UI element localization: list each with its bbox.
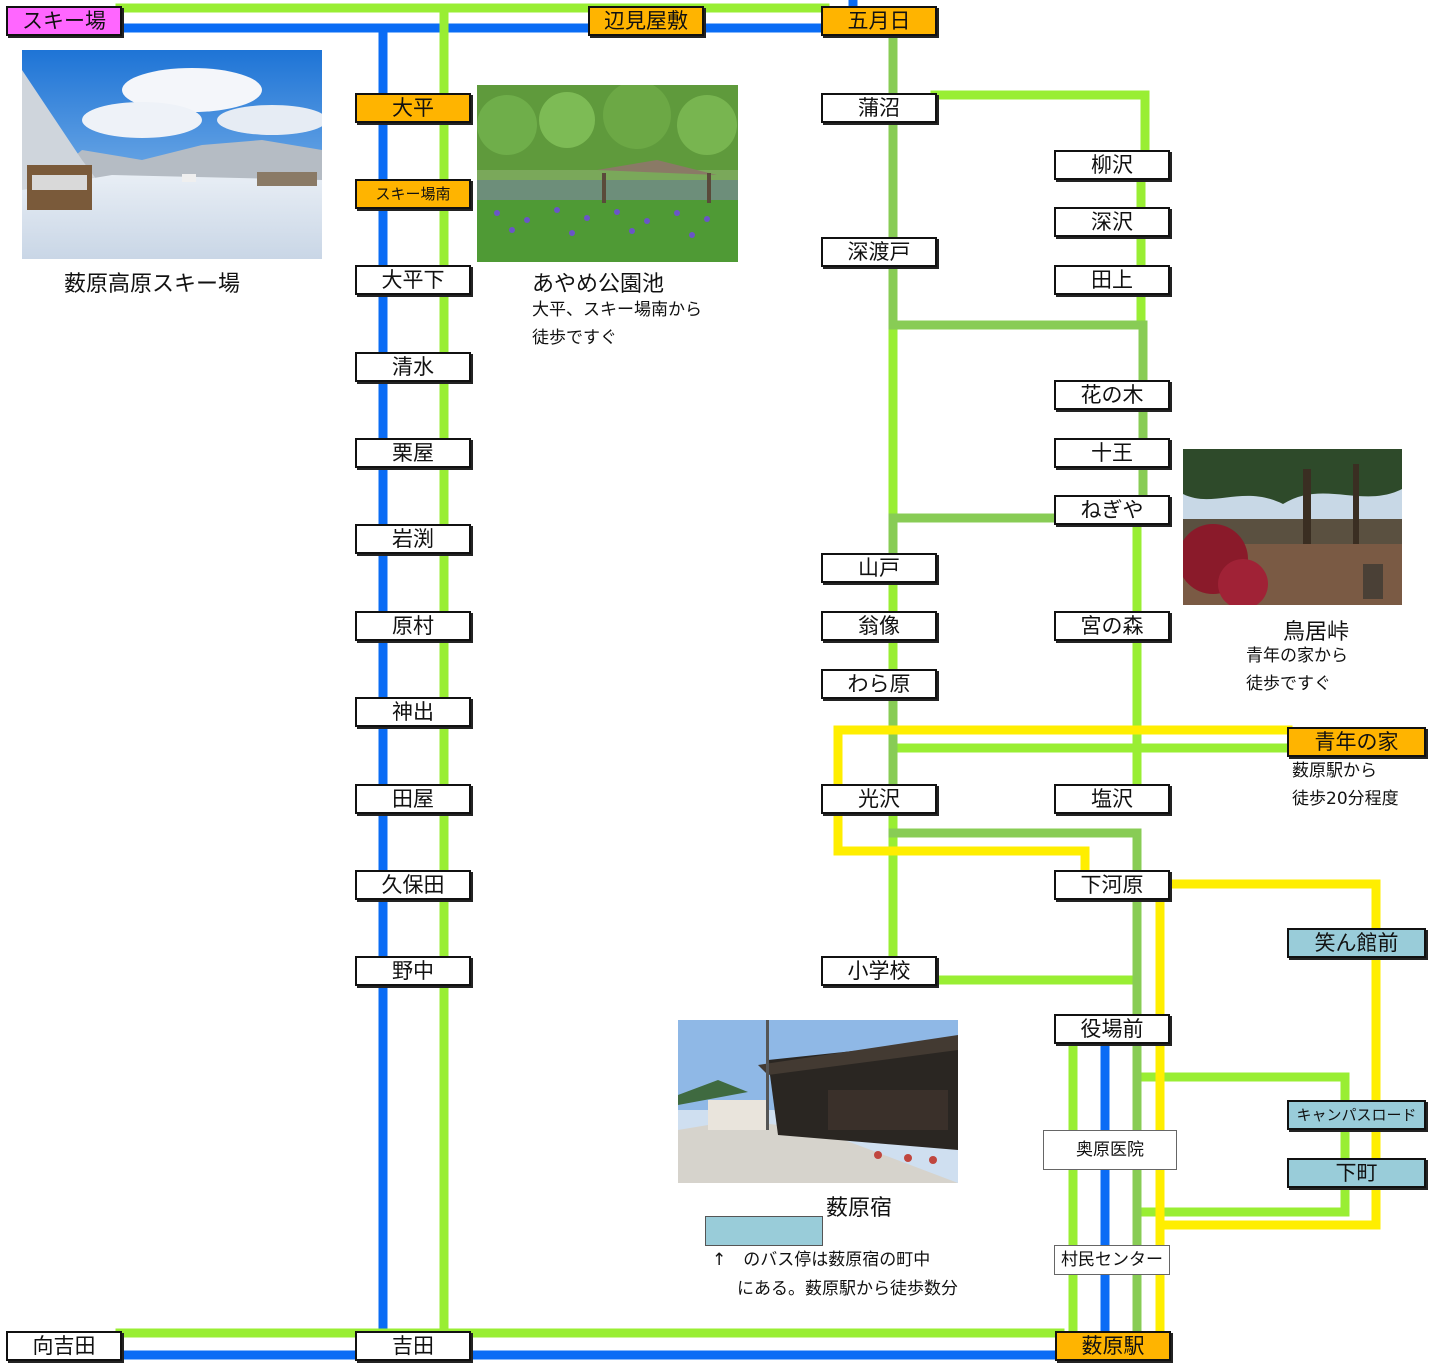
stop-waranpkan-mae[interactable]: 笑ん館前 <box>1287 928 1426 958</box>
stop-shiozawa[interactable]: 塩沢 <box>1054 784 1170 814</box>
lime-line-shitamachi-loop <box>1137 1183 1350 1217</box>
legend-swatch-town-stop <box>705 1216 823 1246</box>
lime-route <box>115 3 1350 1345</box>
lime-line-yakuba-campus <box>1137 1072 1350 1107</box>
stop-mukaiyoshida[interactable]: 向吉田 <box>6 1331 122 1361</box>
torii-pass-photo <box>1183 449 1402 605</box>
stop-yakubamae[interactable]: 役場前 <box>1054 1014 1170 1044</box>
green-line-negiya-yamato <box>888 513 1060 560</box>
lime-line-gamanuma-yanagisawa <box>930 90 1150 160</box>
ski-resort-photo <box>22 50 322 259</box>
stop-gogatsubi[interactable]: 五月日 <box>821 6 937 36</box>
stop-ohira[interactable]: 大平 <box>355 93 471 123</box>
stop-haramura[interactable]: 原村 <box>355 611 471 641</box>
yellow-line-seinen-kosawa <box>833 725 1293 790</box>
green-line-fukatodo-hananoki <box>888 261 1148 387</box>
yabuhara-juku-caption: 薮原宿 <box>826 1196 893 1221</box>
stop-warahara[interactable]: わら原 <box>821 669 937 699</box>
stop-miyanomori[interactable]: 宮の森 <box>1054 611 1170 641</box>
stop-kosawa[interactable]: 光沢 <box>821 784 937 814</box>
stop-iwabuchi[interactable]: 岩渕 <box>355 524 471 554</box>
stop-yabuhara-station[interactable]: 薮原駅 <box>1055 1331 1171 1361</box>
stop-okuhara-iin[interactable]: 奥原医院 <box>1043 1130 1177 1170</box>
stop-campus-road[interactable]: キャンパスロード <box>1287 1100 1426 1130</box>
yellow-route <box>833 725 1381 1337</box>
yellow-line-shitamachi-loop <box>1155 1183 1381 1230</box>
torii-pass-caption: 鳥居峠 <box>1283 620 1350 645</box>
stop-kande[interactable]: 神出 <box>355 697 471 727</box>
stop-yanagisawa[interactable]: 柳沢 <box>1054 150 1170 180</box>
stop-shitamachi[interactable]: 下町 <box>1287 1158 1426 1188</box>
ayame-park-note-line2: 徒歩ですぐ <box>532 328 617 348</box>
ayame-park-photo <box>477 85 738 262</box>
ayame-park-caption: あやめ公園池 <box>532 272 665 297</box>
stop-seinen-no-ie[interactable]: 青年の家 <box>1287 727 1426 757</box>
seinen-note-line2: 徒歩20分程度 <box>1292 789 1399 809</box>
stop-kubota[interactable]: 久保田 <box>355 870 471 900</box>
stop-hananoki[interactable]: 花の木 <box>1054 380 1170 410</box>
stop-ski-south[interactable]: スキー場南 <box>355 179 471 209</box>
stop-tagami[interactable]: 田上 <box>1054 265 1170 295</box>
stop-shimizu[interactable]: 清水 <box>355 352 471 382</box>
stop-negiya[interactable]: ねぎや <box>1054 495 1170 525</box>
ayame-park-note-line1: 大平、スキー場南から <box>532 300 702 320</box>
lime-line-school-shimokawara <box>930 895 1142 985</box>
stop-nonaka[interactable]: 野中 <box>355 956 471 986</box>
stop-okinazo[interactable]: 翁像 <box>821 611 937 641</box>
stop-henmiyashiki[interactable]: 辺見屋敷 <box>588 6 704 36</box>
yabuhara-juku-photo <box>678 1020 958 1183</box>
legend-note-line1: ↑ のバス停は薮原宿の町中 <box>712 1250 931 1270</box>
stop-sonmin-center[interactable]: 村民センター <box>1054 1245 1170 1275</box>
stop-fukasawa[interactable]: 深沢 <box>1054 207 1170 237</box>
legend-note-line2: にある。薮原駅から徒歩数分 <box>737 1279 958 1299</box>
stop-taya[interactable]: 田屋 <box>355 784 471 814</box>
green-line-kosawa-shimokawara <box>888 828 1142 875</box>
green-route <box>888 30 1148 1337</box>
stop-shogakko[interactable]: 小学校 <box>821 956 937 986</box>
yellow-line-kosawa-shimokawara <box>833 810 1090 873</box>
stop-ohira-shita[interactable]: 大平下 <box>355 265 471 295</box>
seinen-note-line1: 薮原駅から <box>1292 761 1377 781</box>
torii-pass-note-line2: 徒歩ですぐ <box>1246 674 1331 694</box>
blue-route <box>115 0 1110 1360</box>
ski-resort-caption: 薮原高原スキー場 <box>64 272 241 297</box>
stop-juo[interactable]: 十王 <box>1054 438 1170 468</box>
stop-shimokawara[interactable]: 下河原 <box>1054 870 1170 900</box>
torii-pass-note-line1: 青年の家から <box>1246 646 1348 666</box>
yellow-line-shimokawara-waranpkan <box>1165 879 1381 935</box>
stop-yoshida[interactable]: 吉田 <box>355 1331 471 1361</box>
stop-kuriya[interactable]: 栗屋 <box>355 438 471 468</box>
stop-gamanuma[interactable]: 蒲沼 <box>821 93 937 123</box>
stop-yamato[interactable]: 山戸 <box>821 553 937 583</box>
stop-ski-resort[interactable]: スキー場 <box>6 6 122 36</box>
stop-fukatodo[interactable]: 深渡戸 <box>821 237 937 267</box>
